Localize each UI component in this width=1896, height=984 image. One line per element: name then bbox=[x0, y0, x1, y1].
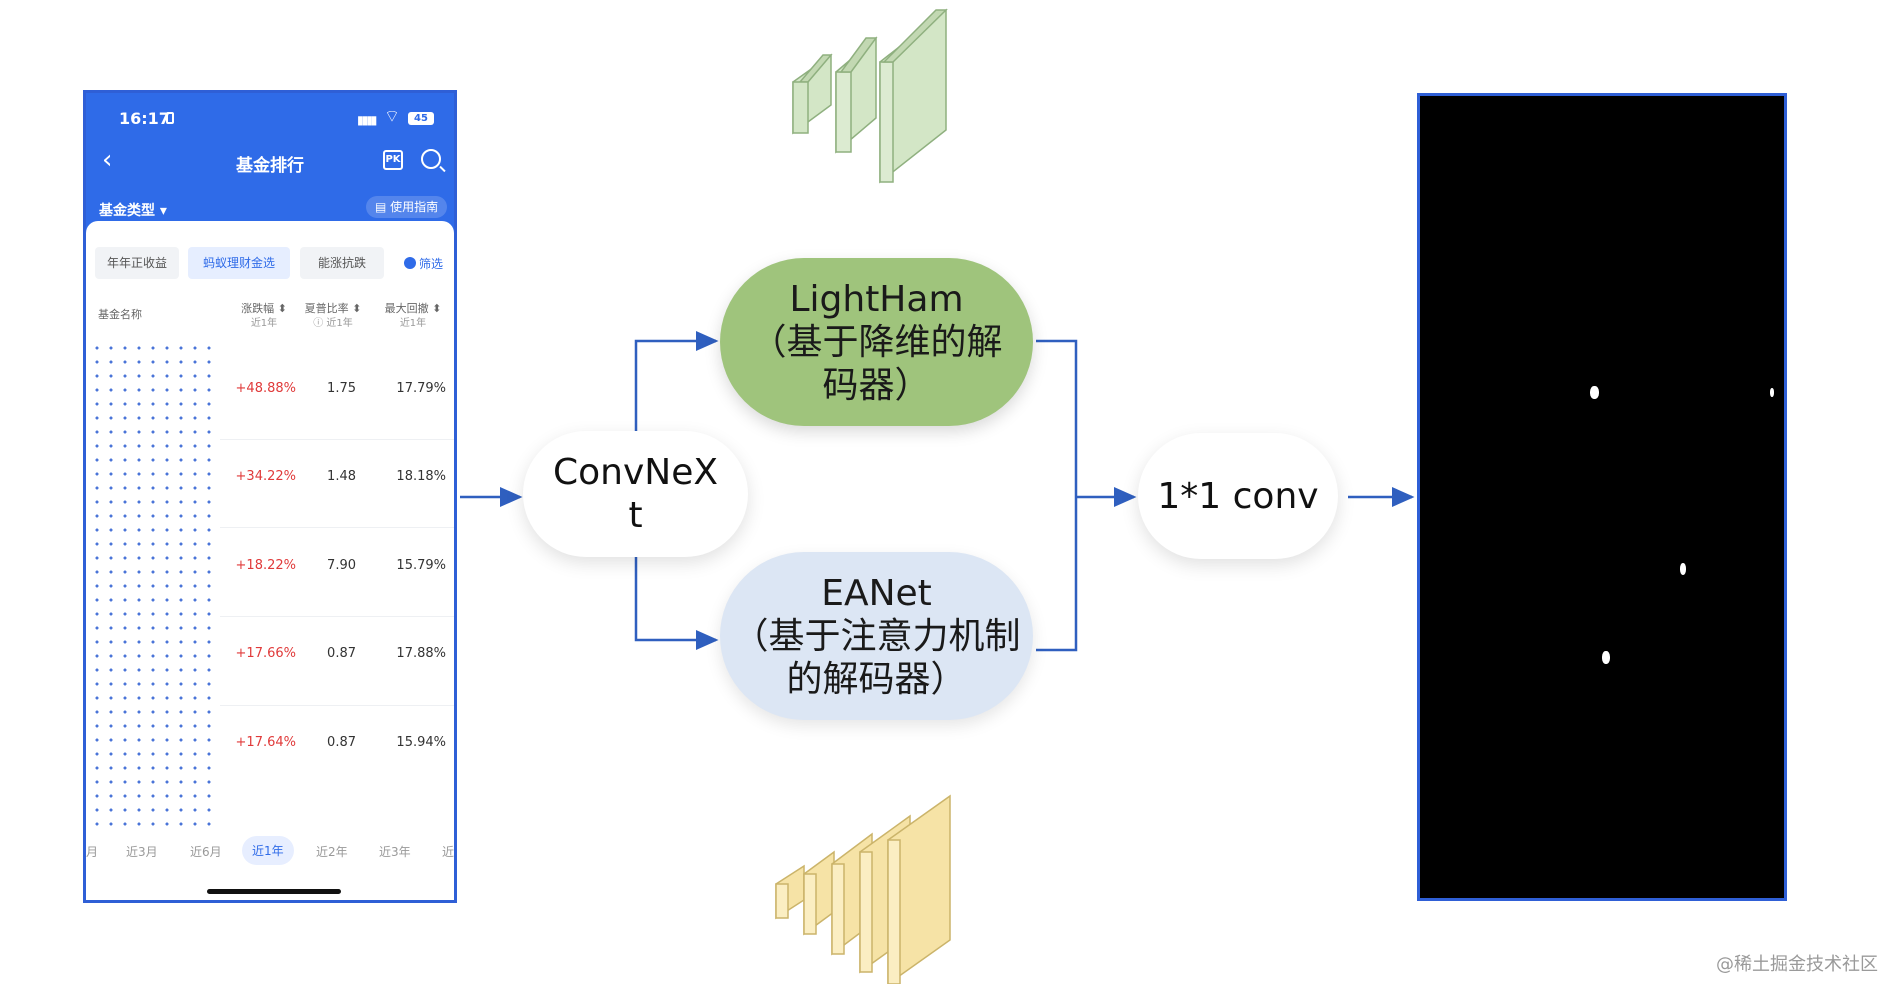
lightham-decoder-node: LightHam （基于降维的解 码器） bbox=[720, 258, 1033, 426]
mask-blob bbox=[1770, 388, 1774, 397]
col-drawdown-sub: 近1年 bbox=[399, 318, 427, 329]
search-icon[interactable] bbox=[421, 149, 441, 169]
row-drawdown: 17.79% bbox=[396, 381, 446, 396]
table-row[interactable]: +18.22% 7.90 15.79% bbox=[86, 558, 454, 618]
battery-icon: 45 bbox=[408, 112, 434, 125]
row-change: +18.22% bbox=[235, 558, 296, 573]
col-change-sub: 近1年 bbox=[250, 318, 278, 329]
eanet-desc-1: （基于注意力机制 bbox=[732, 615, 1021, 657]
period-6m[interactable]: 近6月 bbox=[190, 845, 222, 859]
row-sharpe: 0.87 bbox=[327, 646, 356, 661]
lightham-title: LightHam bbox=[789, 278, 964, 320]
row-sharpe: 1.48 bbox=[327, 469, 356, 484]
period-selector: 月 近3月 近6月 近1年 近2年 近3年 近 bbox=[86, 831, 454, 873]
chip-ant-select[interactable]: 蚂蚁理财金选 bbox=[188, 247, 290, 279]
filter-icon bbox=[404, 257, 416, 269]
lightham-desc-2: 码器） bbox=[822, 364, 931, 406]
chip-yearly-positive[interactable]: 年年正收益 bbox=[95, 247, 179, 279]
chip-rise-resist[interactable]: 能涨抗跌 bbox=[300, 247, 384, 279]
back-icon[interactable]: ‹ bbox=[102, 145, 113, 175]
signal-icon: ▮▮▮▮ bbox=[357, 113, 377, 127]
filter-label: 筛选 bbox=[419, 257, 444, 271]
arrow-convnext-to-lightham bbox=[634, 331, 719, 432]
encoder-layers-icon bbox=[792, 8, 948, 184]
row-divider bbox=[220, 527, 454, 528]
decoder-layers-icon bbox=[775, 794, 951, 984]
table-row[interactable]: +17.64% 0.87 15.94% bbox=[86, 735, 454, 795]
col-sharpe-label: 夏普比率 ⬍ bbox=[304, 302, 362, 315]
period-1m[interactable]: 月 bbox=[86, 845, 99, 859]
blurred-fund-names bbox=[90, 341, 220, 831]
convnext-label-1: ConvNeX bbox=[552, 452, 719, 493]
row-drawdown: 15.94% bbox=[396, 735, 446, 750]
row-divider bbox=[220, 439, 454, 440]
col-change[interactable]: 涨跌幅 ⬍ 近1年 bbox=[236, 301, 292, 331]
row-divider bbox=[220, 705, 454, 706]
conv1x1-node: 1*1 conv bbox=[1138, 433, 1338, 559]
table-row[interactable]: +48.88% 1.75 17.79% bbox=[86, 381, 454, 441]
period-2y[interactable]: 近2年 bbox=[316, 845, 348, 859]
col-drawdown-label: 最大回撤 ⬍ bbox=[384, 302, 442, 315]
lightham-desc-1: （基于降维的解 bbox=[750, 321, 1003, 363]
row-change: +48.88% bbox=[235, 381, 296, 396]
arrow-convnext-to-eanet bbox=[634, 557, 719, 650]
phone-list-panel: 年年正收益 蚂蚁理财金选 能涨抗跌 筛选 基金名称 涨跌幅 ⬍ 近1年 夏普比率… bbox=[86, 221, 454, 900]
col-drawdown[interactable]: 最大回撤 ⬍ 近1年 bbox=[376, 301, 450, 331]
merge-line bbox=[1036, 339, 1078, 652]
home-indicator bbox=[207, 889, 341, 894]
input-phone-screenshot: 16:17 ▮▮▮▮ ⌔ 45 ‹ 基金排行 PK 基金类型 ▾ ▤ 使用指南 … bbox=[83, 90, 457, 903]
row-change: +17.66% bbox=[235, 646, 296, 661]
watermark: @稀土掘金技术社区 bbox=[1716, 954, 1878, 975]
col-sharpe[interactable]: 夏普比率 ⬍ ⓘ 近1年 bbox=[298, 301, 368, 331]
period-3y[interactable]: 近3年 bbox=[379, 845, 411, 859]
output-mask-image bbox=[1417, 93, 1787, 901]
wifi-icon: ⌔ bbox=[384, 107, 400, 127]
convnext-label-2: t bbox=[628, 495, 643, 536]
convnext-encoder-node: ConvNeX t bbox=[523, 431, 748, 557]
status-time: 16:17 bbox=[119, 109, 170, 128]
row-sharpe: 0.87 bbox=[327, 735, 356, 750]
col-change-label: 涨跌幅 ⬍ bbox=[241, 302, 287, 315]
sim-icon bbox=[166, 112, 174, 124]
row-drawdown: 15.79% bbox=[396, 558, 446, 573]
row-drawdown: 17.88% bbox=[396, 646, 446, 661]
page-title: 基金排行 bbox=[236, 156, 304, 176]
row-sharpe: 1.75 bbox=[327, 381, 356, 396]
col-sharpe-sub: ⓘ 近1年 bbox=[313, 318, 353, 329]
guide-button[interactable]: ▤ 使用指南 bbox=[366, 196, 448, 218]
period-1y[interactable]: 近1年 bbox=[242, 836, 294, 865]
row-change: +34.22% bbox=[235, 469, 296, 484]
phone-header: 16:17 ▮▮▮▮ ⌔ 45 ‹ 基金排行 PK 基金类型 ▾ ▤ 使用指南 bbox=[86, 93, 454, 233]
col-fund-name: 基金名称 bbox=[98, 308, 142, 321]
filter-button[interactable]: 筛选 bbox=[404, 255, 443, 272]
period-more[interactable]: 近 bbox=[442, 845, 455, 859]
eanet-title: EANet bbox=[821, 572, 932, 614]
table-row[interactable]: +17.66% 0.87 17.88% bbox=[86, 646, 454, 706]
row-change: +17.64% bbox=[235, 735, 296, 750]
period-3m[interactable]: 近3月 bbox=[126, 845, 158, 859]
table-row[interactable]: +34.22% 1.48 18.18% bbox=[86, 469, 454, 529]
mask-blob bbox=[1590, 386, 1599, 399]
fund-type-dropdown[interactable]: 基金类型 ▾ bbox=[99, 203, 167, 219]
pk-icon[interactable]: PK bbox=[383, 150, 403, 170]
row-divider bbox=[220, 616, 454, 617]
mask-blob bbox=[1680, 563, 1686, 575]
row-drawdown: 18.18% bbox=[396, 469, 446, 484]
row-sharpe: 7.90 bbox=[327, 558, 356, 573]
eanet-decoder-node: EANet （基于注意力机制 的解码器） bbox=[720, 552, 1033, 720]
conv1x1-label: 1*1 conv bbox=[1157, 475, 1319, 517]
eanet-desc-2: 的解码器） bbox=[786, 658, 967, 700]
guide-label: 使用指南 bbox=[390, 200, 439, 214]
mask-blob bbox=[1602, 651, 1610, 664]
